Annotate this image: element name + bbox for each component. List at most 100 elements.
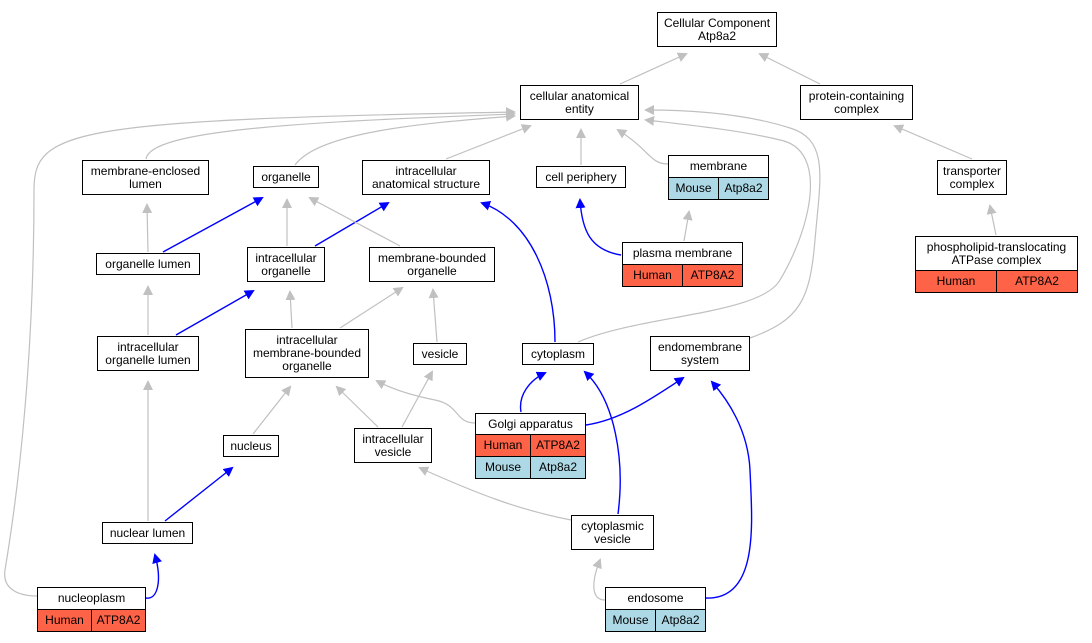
edge-cytoplasm-to-cae — [577, 115, 812, 343]
gene-cell: Atp8a2 — [530, 457, 585, 478]
edge-cyto-vesicle-to-cytoplasm — [583, 370, 621, 515]
edge-organelle-lumen-to-organelle — [162, 197, 264, 253]
node-mel: membrane-enclosed lumen — [82, 160, 209, 195]
edge-plasma-membrane-to-membrane — [682, 210, 693, 242]
species-cell: Mouse — [606, 610, 655, 631]
node-cc-root: Cellular Component Atp8a2 — [657, 12, 777, 47]
node-vesicle: vesicle — [413, 343, 467, 365]
node-platpase: phospholipid-translocating ATPase comple… — [915, 236, 1078, 293]
node-nuclear-lumen: nuclear lumen — [102, 522, 193, 544]
species-cell: Human — [476, 435, 530, 456]
node-label: intracellular membrane-bounded organelle — [252, 333, 362, 373]
node-label: membrane — [689, 159, 748, 173]
species-cell: Mouse — [669, 178, 718, 199]
edge-intra-vesicle-to-vesicle — [401, 370, 433, 428]
node-label: endosome — [627, 591, 684, 605]
edge-organelle-lumen-to-mel — [142, 203, 153, 253]
node-label: phospholipid-translocating ATPase comple… — [926, 239, 1067, 267]
node-label: intracellular organelle lumen — [105, 339, 191, 367]
node-label: Golgi apparatus — [488, 416, 573, 431]
edge-nucleus-to-imbo — [252, 385, 292, 435]
node-label: transporter complex — [942, 163, 1002, 191]
edge-imbo-to-intra-organelle — [285, 290, 296, 329]
gene-cell: ATP8A2 — [682, 265, 742, 286]
node-label: Cellular Component Atp8a2 — [663, 15, 771, 43]
edge-cae-to-cc-root — [619, 52, 688, 85]
node-organelle-lumen: organelle lumen — [96, 253, 200, 275]
node-cyto-vesicle: cytoplasmic vesicle — [571, 515, 654, 550]
node-label: cytoplasmic vesicle — [581, 518, 644, 546]
node-intra-organelle: intracellular organelle — [247, 247, 325, 282]
node-label: endomembrane system — [657, 339, 743, 367]
node-label: nuclear lumen — [109, 525, 186, 540]
edge-mel-to-cae — [145, 109, 516, 160]
edge-organelle-to-cae — [294, 111, 516, 166]
edge-intra-organelle-to-ias — [314, 201, 390, 247]
species-cell: Human — [38, 610, 91, 631]
species-cell: Mouse — [476, 457, 530, 478]
edge-endosome-to-cyto-vesicle — [592, 558, 606, 601]
edge-platpase-to-transporter — [986, 204, 997, 236]
node-organelle: organelle — [253, 166, 319, 188]
gene-cell: ATP8A2 — [530, 435, 585, 456]
node-transporter: transporter complex — [937, 160, 1007, 195]
gene-cell: ATP8A2 — [996, 271, 1077, 292]
edge-golgi-to-endomembrane — [585, 376, 685, 426]
edge-pcc-to-cc-root — [758, 53, 821, 85]
edge-imbo-to-mbo — [339, 286, 404, 329]
gene-cell: Atp8a2 — [655, 610, 705, 631]
edge-mbo-to-organelle — [308, 197, 401, 247]
node-imbo: intracellular membrane-bounded organelle — [245, 329, 369, 378]
node-label: cytoplasm — [530, 346, 586, 361]
edge-golgi-to-imbo — [375, 380, 476, 424]
edge-endomembrane-to-cae — [644, 105, 821, 339]
edge-golgi-to-cytoplasm — [519, 371, 547, 413]
species-cell: Human — [623, 265, 682, 286]
node-mbo: membrane-bounded organelle — [369, 247, 495, 282]
node-endomembrane: endomembrane system — [650, 336, 750, 371]
node-cell-periphery: cell periphery — [536, 166, 626, 188]
edge-nucleoplasm-to-cae — [4, 107, 516, 597]
node-label: plasma membrane — [632, 246, 733, 260]
edge-transporter-to-pcc — [893, 124, 973, 160]
node-intra-vesicle: intracellular vesicle — [354, 428, 432, 463]
edge-membrane-to-cae — [616, 128, 669, 165]
node-label: nucleoplasm — [57, 591, 126, 605]
node-cae: cellular anatomical entity — [520, 85, 639, 120]
node-ias: intracellular anatomical structure — [362, 160, 490, 195]
edge-plasma-membrane-to-cell-periphery — [575, 198, 622, 256]
gene-cell: ATP8A2 — [91, 610, 145, 631]
node-label: cell periphery — [545, 169, 617, 184]
node-label: membrane-enclosed lumen — [90, 163, 201, 191]
node-label: intracellular organelle — [255, 250, 317, 278]
node-label: protein-containing complex — [808, 88, 905, 116]
edge-vesicle-to-mbo — [428, 288, 439, 343]
edge-ias-to-cae — [445, 124, 532, 160]
edge-cyto-vesicle-to-intra-vesicle — [418, 466, 572, 521]
edge-endosome-to-endomembrane — [705, 380, 753, 599]
edge-iol-to-intra-organelle — [175, 290, 255, 336]
node-iol: intracellular organelle lumen — [97, 336, 199, 371]
node-label: organelle — [261, 169, 311, 184]
node-nucleus: nucleus — [223, 435, 279, 457]
node-label: membrane-bounded organelle — [377, 250, 487, 278]
edge-cytoplasm-to-ias — [480, 200, 556, 343]
edge-intra-vesicle-to-imbo — [335, 385, 379, 428]
node-label: organelle lumen — [105, 256, 191, 271]
gene-cell: Atp8a2 — [718, 178, 768, 199]
node-label: cellular anatomical entity — [529, 88, 630, 116]
edge-nuclear-lumen-to-nucleus — [164, 466, 234, 522]
edge-nucleoplasm-to-nuclear-lumen — [145, 553, 162, 599]
